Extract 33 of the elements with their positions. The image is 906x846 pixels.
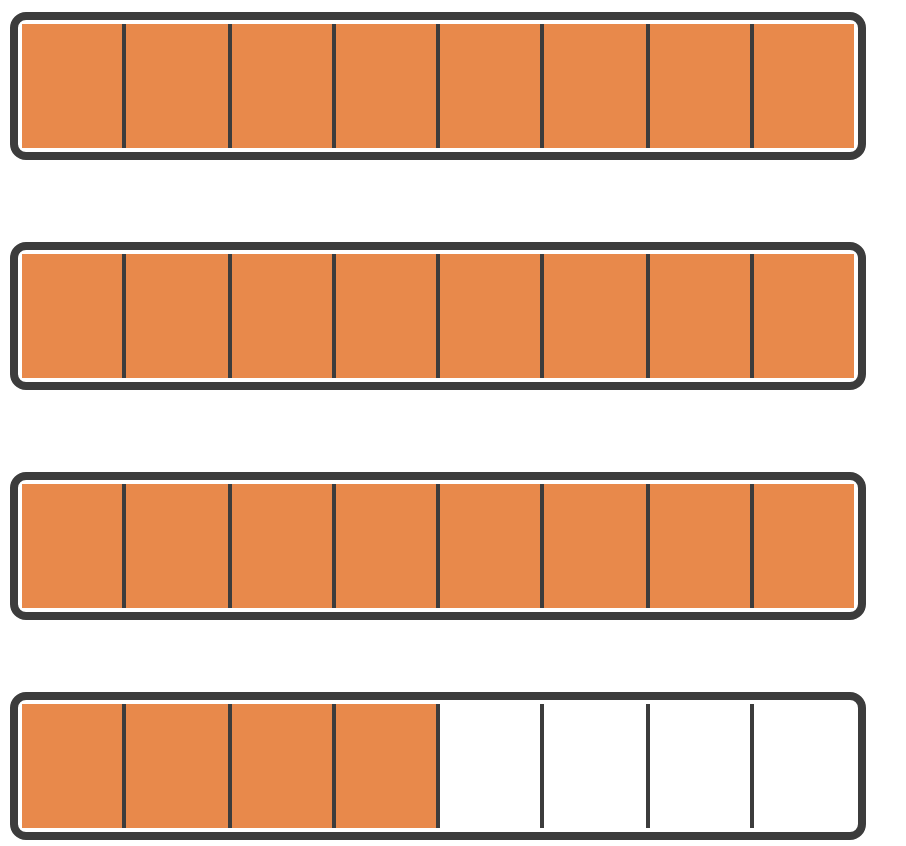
bar-segment [436,484,541,608]
fraction-bar [10,12,866,160]
bar-segment [227,254,332,378]
bar-segment [645,24,750,148]
bar-segment [227,484,332,608]
bar-segment [22,704,123,828]
bar-segment [122,704,227,828]
fraction-bar [10,242,866,390]
bar-segment [122,254,227,378]
bar-segment [749,254,854,378]
bar-segment [122,484,227,608]
bar-segment [22,254,123,378]
bar-segment [22,24,123,148]
bar-segment [540,254,645,378]
bar-segment [227,704,332,828]
bar-segment [331,254,436,378]
bar-segment [436,24,541,148]
bar-segment [749,484,854,608]
bar-segment [645,484,750,608]
bar-segment [331,24,436,148]
bar-segment [436,254,541,378]
bar-segment [331,704,436,828]
bar-segment [749,24,854,148]
bar-segment [331,484,436,608]
bar-segment [540,484,645,608]
fraction-bar [10,472,866,620]
bar-segment [436,704,541,828]
bar-segment [540,24,645,148]
bar-segment [22,484,123,608]
fraction-bar [10,692,866,840]
bar-segment [227,24,332,148]
bar-segment [122,24,227,148]
bar-segment [645,254,750,378]
